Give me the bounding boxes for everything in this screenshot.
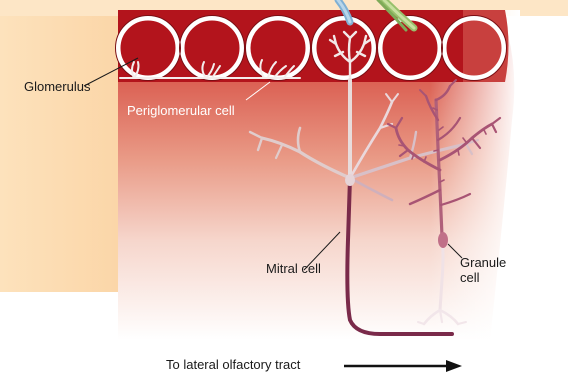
- left-panel: [0, 0, 118, 292]
- granule-cell-label-line1: Granule: [460, 256, 506, 270]
- granule-cell-label-line2: cell: [460, 271, 480, 285]
- mitral-cell-label: Mitral cell: [266, 262, 321, 276]
- arrow-right-icon: [344, 360, 462, 372]
- glomerulus-label: Glomerulus: [24, 80, 90, 94]
- periglomerular-cell-label: Periglomerular cell: [127, 104, 235, 118]
- tract-label: To lateral olfactory tract: [166, 358, 300, 372]
